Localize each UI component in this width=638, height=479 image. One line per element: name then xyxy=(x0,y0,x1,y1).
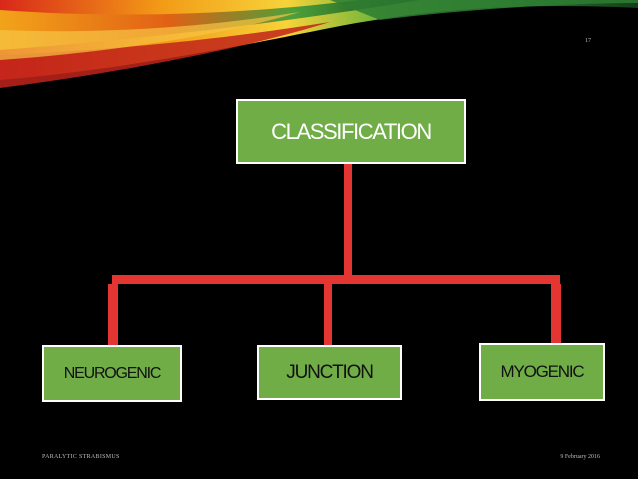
junction-node: JUNCTION xyxy=(257,345,402,400)
neurogenic-node: NEUROGENIC xyxy=(42,345,182,402)
footer-date: 9 February 2016 xyxy=(560,454,600,460)
connector-root-trunk xyxy=(344,164,352,276)
connector-left-drop xyxy=(108,284,118,345)
connector-middle-drop xyxy=(324,284,332,345)
decorative-banner xyxy=(0,0,638,95)
page-number: 17 xyxy=(585,38,591,44)
footer-title: PARALYTIC STRABISMUS xyxy=(42,454,120,460)
connector-right-drop xyxy=(551,284,561,343)
connector-horizontal-bar xyxy=(112,275,560,284)
myogenic-node: MYOGENIC xyxy=(479,343,605,401)
classification-node: CLASSIFICATION xyxy=(236,99,466,164)
